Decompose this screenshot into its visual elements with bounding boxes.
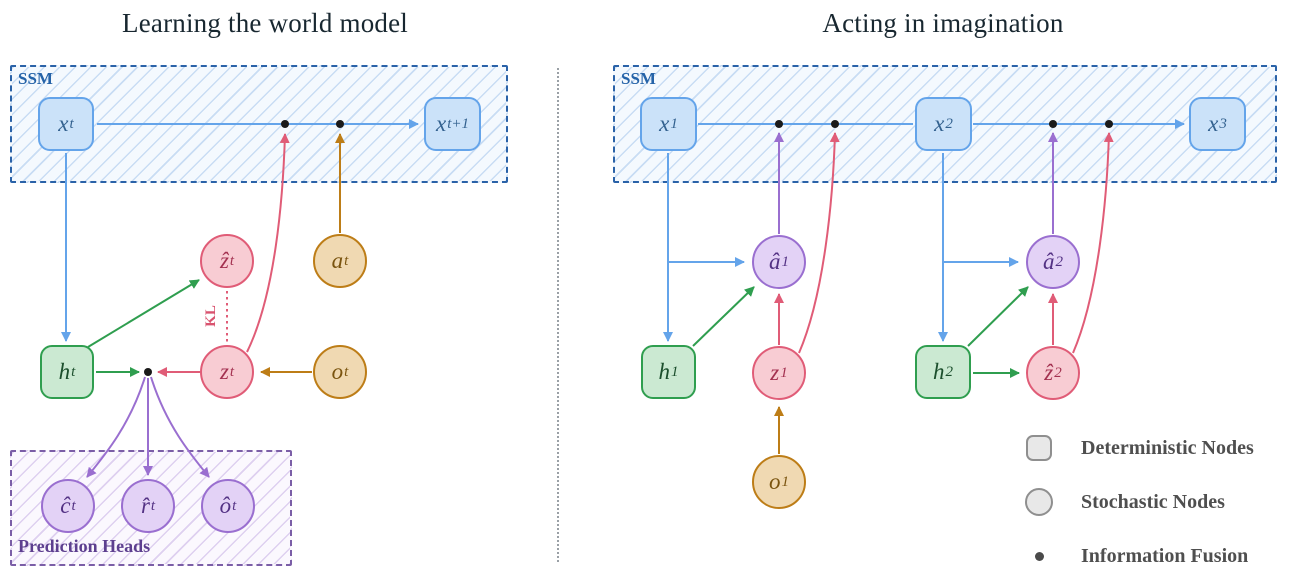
fusion-dot <box>336 120 344 128</box>
edge-fusion-to-chat <box>86 376 146 478</box>
prediction-heads-label: Prediction Heads <box>18 536 151 556</box>
right-ssm-label: SSM <box>621 69 656 88</box>
right-panel-edges <box>663 119 1185 454</box>
left-panel-title: Learning the world model <box>122 8 408 38</box>
node-rhat-t: r̂t <box>121 479 175 533</box>
edge-zt-to-ssm-fusion <box>246 133 290 353</box>
left-panel-edges <box>61 119 419 478</box>
edge-z1-to-ssm-fusion <box>798 132 840 354</box>
edge-h1-to-ahat1 <box>692 286 755 347</box>
panel-divider <box>557 68 559 562</box>
stochastic-node-icon <box>1025 488 1053 516</box>
edge-ht-to-zhat <box>87 279 200 348</box>
fusion-dot <box>775 120 783 128</box>
fusion-dot <box>1049 120 1057 128</box>
edge-zhat2-to-ssm-fusion <box>1072 132 1114 354</box>
information-fusion-icon <box>1034 551 1044 561</box>
left-ssm-label: SSM <box>18 69 53 88</box>
edge-fusion-to-ohat <box>150 376 210 478</box>
legend-item-fusion: Information Fusion <box>1024 540 1248 572</box>
deterministic-node-icon <box>1026 435 1052 461</box>
legend-item-stochastic: Stochastic Nodes <box>1024 486 1225 518</box>
fusion-dot <box>1105 120 1113 128</box>
fusion-dot <box>831 120 839 128</box>
fusion-dot <box>144 368 152 376</box>
fusion-dot <box>281 120 289 128</box>
kl-divergence-label: KL <box>202 305 219 327</box>
legend-label: Stochastic Nodes <box>1081 490 1225 513</box>
legend-item-deterministic: Deterministic Nodes <box>1024 432 1254 464</box>
legend-label: Deterministic Nodes <box>1081 436 1254 459</box>
edge-h2-to-ahat2 <box>967 286 1029 347</box>
legend-label: Information Fusion <box>1081 544 1249 567</box>
right-panel-title: Acting in imagination <box>822 8 1064 38</box>
